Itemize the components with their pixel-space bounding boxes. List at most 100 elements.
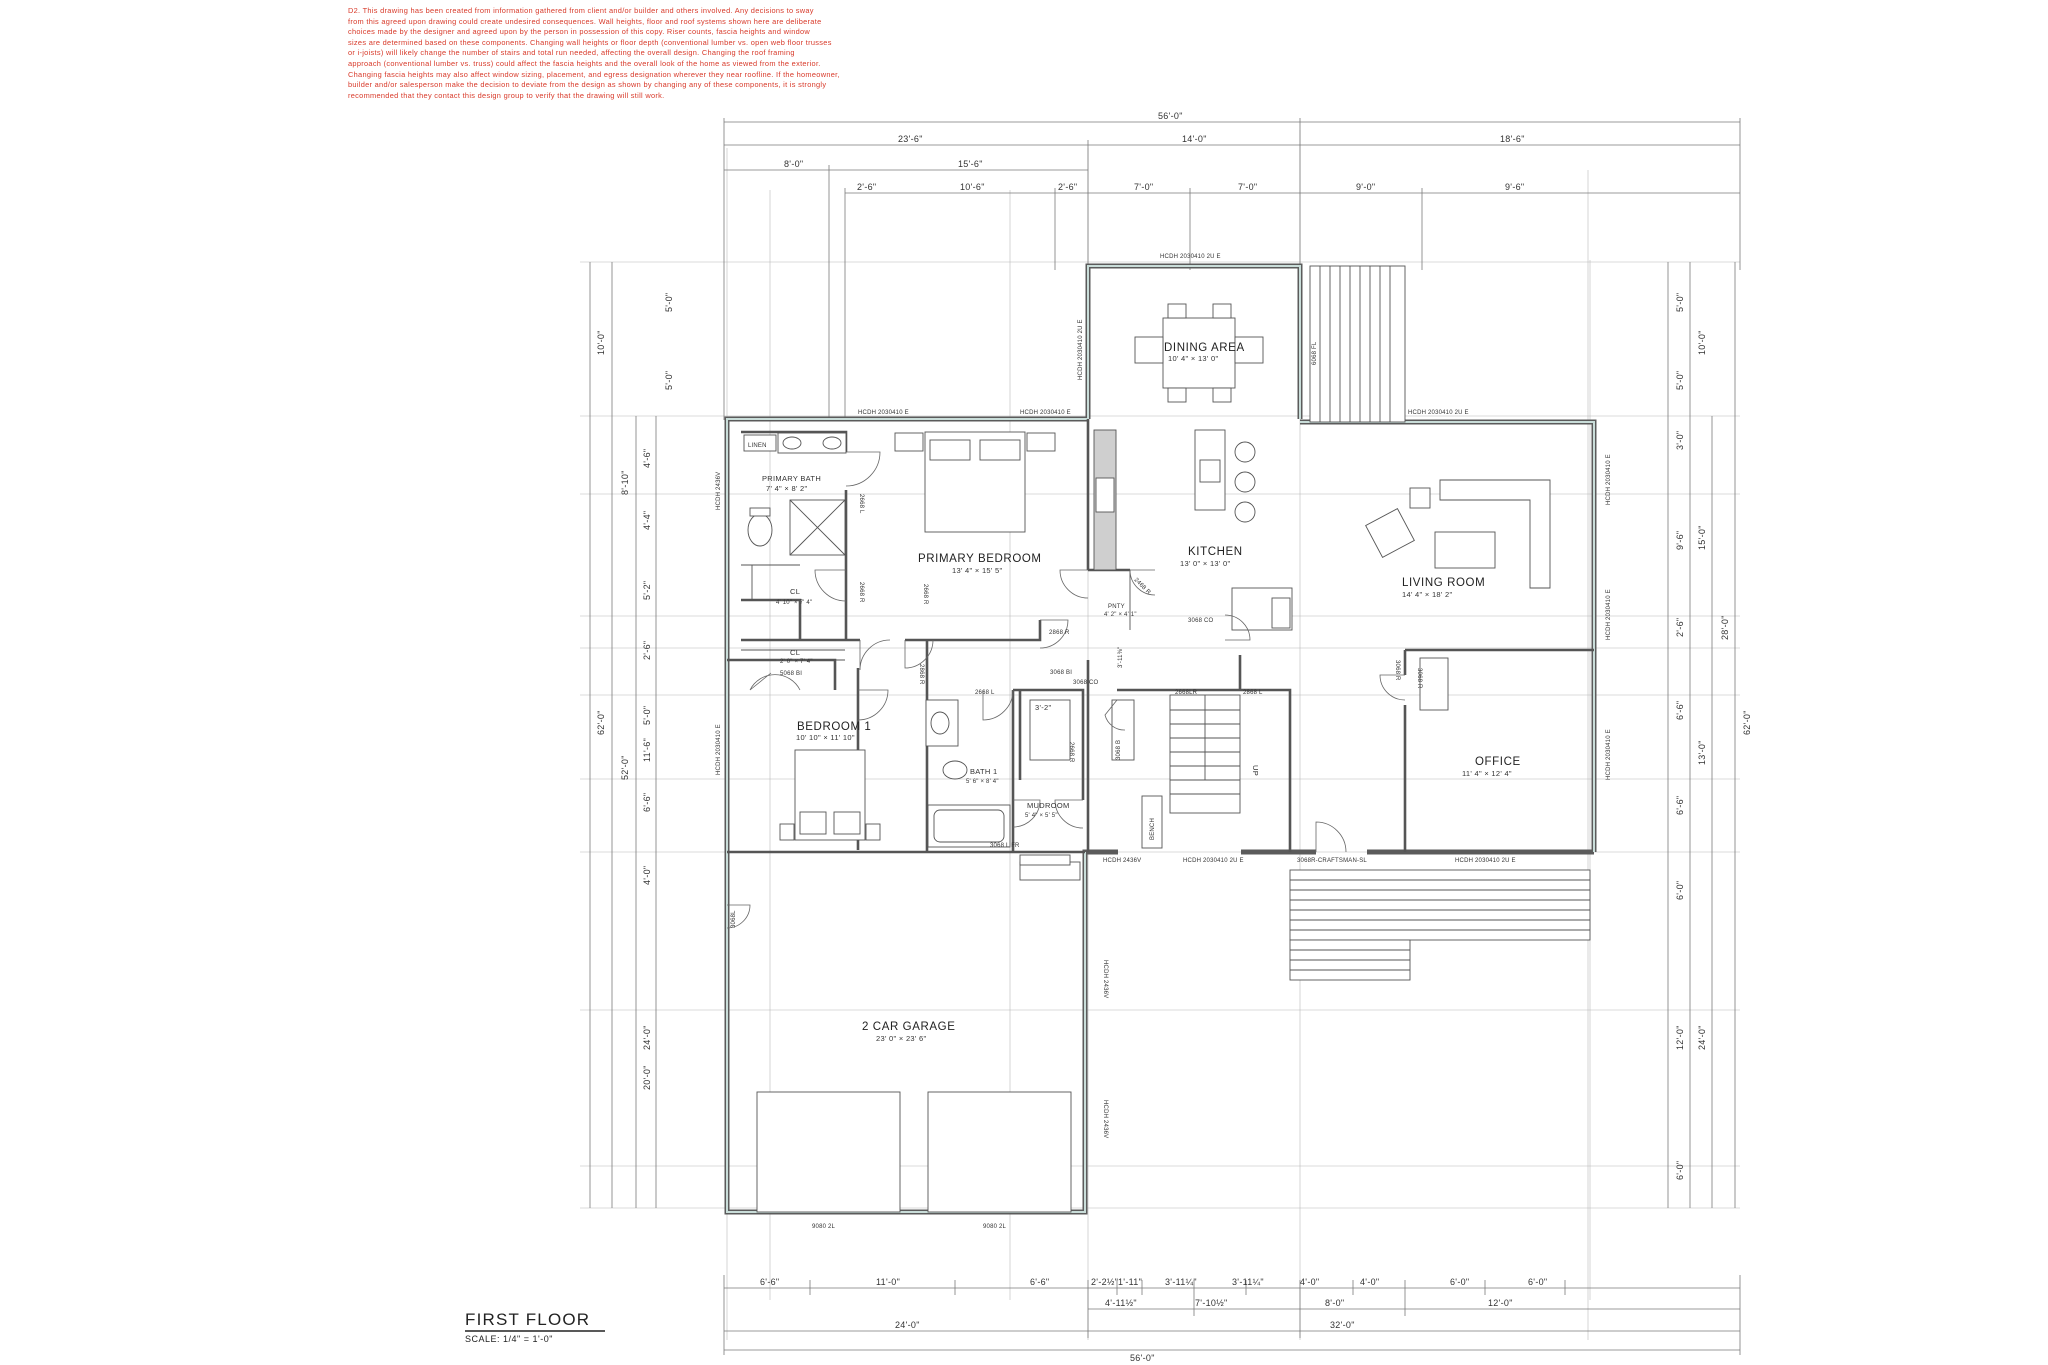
door-tag: 3068 R (1394, 660, 1400, 681)
note-line: choices made by the designer and agreed … (348, 27, 811, 37)
bedroom1-closet-label: CL (790, 648, 800, 657)
stool (1234, 441, 1256, 463)
stool (1234, 501, 1256, 523)
window-tag: HCDH 2030410 E (1606, 454, 1612, 505)
primary-bath-label: PRIMARY BATH (762, 474, 821, 483)
door-tag: 2668 R (858, 582, 864, 603)
dim-right-11: 6'-6" (1675, 796, 1685, 815)
door-tag: 2668 L (858, 494, 864, 514)
window-tag: HCDH 2030410 E (1606, 589, 1612, 640)
dim-right-overall: 62'-0" (1742, 710, 1752, 735)
pillow (833, 811, 861, 835)
dim-top-10: 7'-0" (1238, 182, 1257, 192)
pantry-size: 4' 2" × 4' 1" (1104, 612, 1137, 618)
dining-area-size: 10' 4" × 13' 0" (1168, 354, 1218, 363)
living-room-size: 14' 4" × 18' 2" (1402, 590, 1452, 599)
sectional-sofa (1439, 479, 1551, 589)
chair (1212, 303, 1232, 319)
rear-deck (1309, 265, 1406, 423)
kitchen-cased-opening: 3'-11⅜" (1118, 647, 1124, 668)
dim-bot-11: 6'-0" (1528, 1277, 1547, 1287)
pillow (979, 439, 1021, 461)
door-tag: 3068 CO (1073, 680, 1099, 686)
stool (1234, 471, 1256, 493)
dim-top-9: 7'-0" (1134, 182, 1153, 192)
window-tag: 3068L (731, 910, 737, 928)
garage-door-tag: 9080 2L (812, 1224, 836, 1230)
dim-bot-7: 3'-11¼" (1232, 1277, 1264, 1287)
stair-up-label: UP (1251, 765, 1260, 776)
door-d3 (1059, 569, 1089, 599)
mudroom-label: MUDROOM (1027, 801, 1070, 810)
garage-label: 2 CAR GARAGE (862, 1021, 955, 1033)
dimension-lines (589, 118, 1741, 1355)
dim-right-5: 9'-6" (1675, 531, 1685, 550)
sink (822, 436, 842, 450)
dim-top-7: 10'-6" (960, 182, 985, 192)
nightstand (894, 432, 924, 452)
dim-top-2: 14'-0" (1182, 134, 1207, 144)
primary-bedroom-label: PRIMARY BEDROOM (918, 553, 1042, 565)
office-label: OFFICE (1475, 756, 1521, 768)
drawing-title: FIRST FLOOR (465, 1310, 590, 1329)
primary-closet-label: CL (790, 587, 800, 596)
dim-left-14: 4'-0" (642, 866, 652, 885)
door-tag: 3068 B (1116, 740, 1122, 760)
dim-right-8: 2'-6" (1675, 618, 1685, 637)
dim-right-12: 6'-0" (1675, 881, 1685, 900)
window-tag: HCDH 2436V (1103, 858, 1141, 864)
dim-bot-17: 32'-0" (1330, 1320, 1355, 1330)
fixtures (741, 303, 1591, 1213)
dim-top-1: 23'-6" (898, 134, 923, 144)
nightstand (779, 823, 795, 841)
dim-bot-12: 4'-11½" (1105, 1298, 1137, 1308)
door-tag: 2668 L (975, 690, 995, 696)
dim-left-3: 8'-10" (620, 470, 630, 495)
range (1095, 477, 1115, 513)
drawing-title-block: FIRST FLOOR SCALE: 1/4" = 1'-0" (465, 1310, 605, 1344)
drawing-scale: SCALE: 1/4" = 1'-0" (465, 1334, 553, 1344)
living-room-label: LIVING ROOM (1402, 577, 1485, 589)
room-labels: DINING AREA 10' 4" × 13' 0" PRIMARY BATH… (748, 342, 1521, 1043)
door-tag: 2868 R (1049, 630, 1070, 636)
window-tag: HCDH 2030410 E (858, 410, 909, 416)
bench-label: BENCH (1150, 818, 1156, 840)
dim-right-15: 6'-0" (1675, 1161, 1685, 1180)
toilet (747, 513, 773, 547)
primary-closet-size: 4' 10" × 7' 4" (776, 600, 812, 606)
note-line: sizes are determined based on these comp… (348, 37, 832, 47)
door-tag: 2868 L (1243, 690, 1263, 696)
dim-left-overall: 62'-0" (596, 710, 606, 735)
garage-door-tag: 9080 2L (983, 1224, 1007, 1230)
window-tag: HCDH 2436V (716, 472, 722, 510)
bath1-sink (930, 711, 950, 735)
window-tag: HCDH 2030410 E (716, 724, 722, 775)
window-tag: HCDH 2030410 E (1020, 410, 1071, 416)
dim-right-3: 10'-0" (1697, 330, 1707, 355)
sink (782, 436, 802, 450)
dim-left-7: 5'-0" (664, 371, 674, 390)
dim-left-1: 10'-0" (596, 330, 606, 355)
chair (1134, 336, 1164, 364)
island-sink (1199, 459, 1221, 483)
dim-right-1: 5'-0" (1675, 293, 1685, 312)
coffee-table (1434, 531, 1496, 569)
dim-bot-10: 6'-0" (1450, 1277, 1469, 1287)
hall-linen (1029, 699, 1071, 761)
kitchen-size: 13' 0" × 13' 0" (1180, 559, 1230, 568)
bathtub-basin (933, 809, 1005, 843)
dim-right-4: 3'-0" (1675, 431, 1685, 450)
door-tag: 3068 R (1416, 668, 1422, 689)
window-door-tags: HCDH 2030410 2U E HCDH 2030410 2U E 6068… (716, 254, 1612, 1230)
note-line: builder and/or salesperson make the deci… (348, 80, 827, 90)
door-tag: 2668 R (1068, 742, 1074, 763)
dim-bot-5: 1'-11" (1118, 1277, 1142, 1287)
window-tag: HCDH 2030410 2U E (1408, 410, 1469, 416)
bath1-label: BATH 1 (970, 767, 998, 776)
dim-bot-15: 12'-0" (1488, 1298, 1513, 1308)
garage-door-right (927, 1091, 1072, 1213)
dim-bot-4: 2'-2½" (1091, 1277, 1118, 1287)
door-swings (726, 451, 1406, 929)
mudroom-size: 5' 4" × 5' 5" (1025, 813, 1058, 819)
dim-bot-1: 6'-6" (760, 1277, 779, 1287)
